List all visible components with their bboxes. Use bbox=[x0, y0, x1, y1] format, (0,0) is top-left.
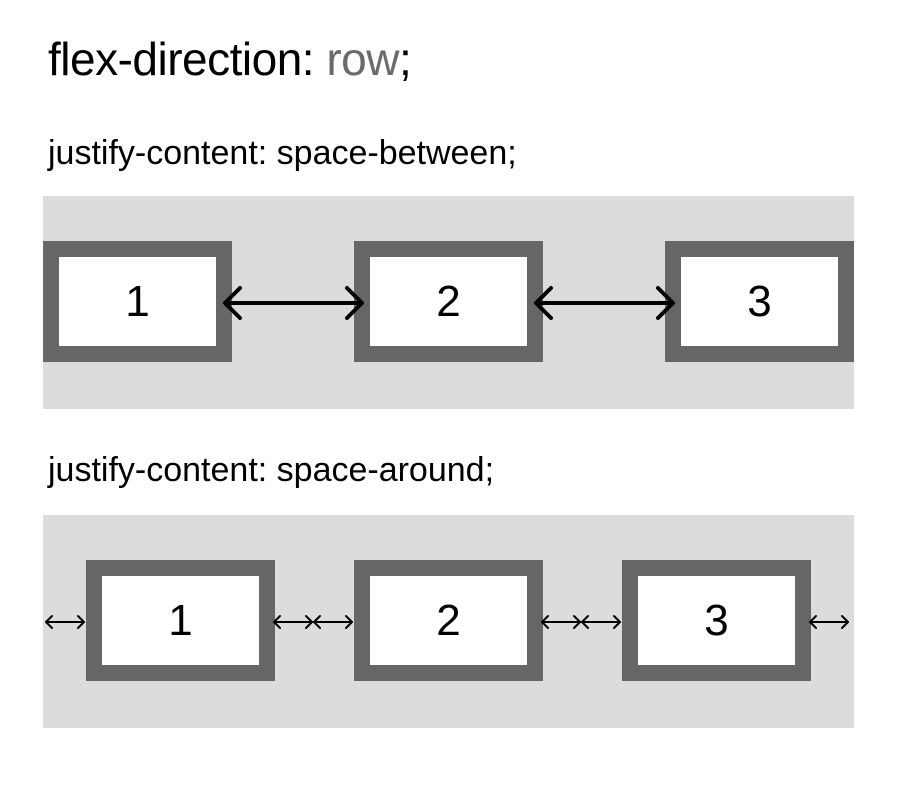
spacing-arrows bbox=[223, 286, 675, 320]
flex-item: 3 bbox=[622, 560, 811, 681]
double-arrow-icon bbox=[541, 615, 581, 629]
title-semicolon: ; bbox=[398, 33, 412, 85]
flex-container-space-between: 1 2 3 bbox=[43, 196, 854, 409]
double-arrow-icon bbox=[534, 286, 675, 320]
double-arrow-icon bbox=[273, 615, 313, 629]
section-label-space-between: justify-content: space-between; bbox=[48, 134, 517, 172]
section-label-space-around: justify-content: space-around; bbox=[48, 451, 495, 489]
double-arrow-icon bbox=[313, 615, 353, 629]
title-value: row bbox=[326, 33, 399, 85]
flex-item: 3 bbox=[665, 241, 854, 362]
double-arrow-icon bbox=[45, 615, 85, 629]
flex-container-space-around: 1 2 3 bbox=[43, 515, 854, 728]
flex-item: 1 bbox=[43, 241, 232, 362]
flex-item: 1 bbox=[86, 560, 275, 681]
title-property: flex-direction: bbox=[48, 33, 315, 85]
double-arrow-icon bbox=[809, 615, 849, 629]
spacing-arrows bbox=[45, 615, 849, 629]
page-title: flex-direction: row; bbox=[48, 30, 412, 88]
double-arrow-icon bbox=[581, 615, 621, 629]
flex-item: 2 bbox=[354, 560, 543, 681]
double-arrow-icon bbox=[223, 286, 364, 320]
